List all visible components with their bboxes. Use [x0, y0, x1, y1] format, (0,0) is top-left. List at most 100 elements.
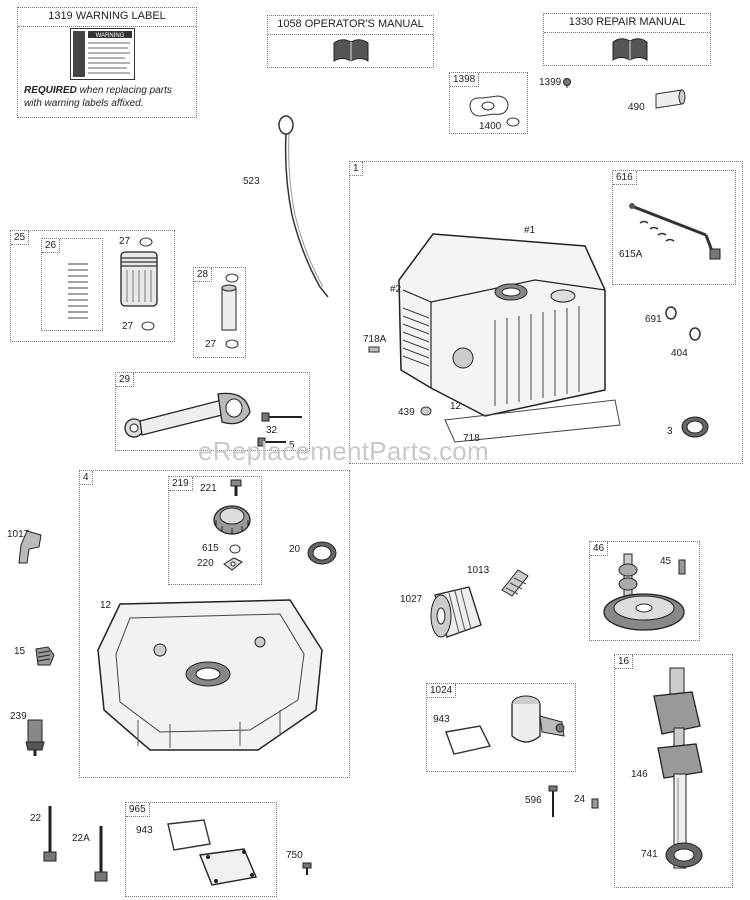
part-label: 490: [628, 102, 645, 113]
plug-drawing: [420, 406, 432, 416]
timing-gear-drawing: [665, 842, 703, 868]
oil-pump-drawing: [511, 695, 565, 743]
group-29-number: 29: [116, 373, 135, 387]
part-label: 741: [641, 849, 658, 860]
camshaft-drawing: [603, 553, 685, 631]
part-label: 404: [671, 348, 688, 359]
manual-book-icon: [333, 39, 369, 62]
washer-drawing: [689, 327, 701, 341]
warning-label-title: 1319 WARNING LABEL: [18, 10, 196, 27]
part-label: 15: [14, 646, 26, 657]
dowel-pin-drawing: [368, 346, 380, 353]
group-28-number: 28: [194, 268, 213, 282]
pin-drawing: [678, 559, 686, 575]
part-label: 1399: [539, 77, 562, 88]
bolt-drawing: [94, 826, 108, 882]
retaining-ring-drawing: [229, 544, 241, 554]
retainer-ring-drawing: [225, 273, 239, 283]
cover-plate-drawing: [199, 848, 257, 886]
governor-shaft-drawing: [629, 203, 721, 260]
part-label: 220: [197, 558, 214, 569]
part-label: 1017: [7, 529, 30, 540]
part-label: 523: [243, 176, 260, 187]
part-label: 750: [286, 850, 303, 861]
part-label: 32: [266, 425, 278, 436]
oil-pressure-switch-drawing: [25, 719, 45, 756]
required-word: REQUIRED: [24, 85, 77, 96]
group-219-number: 219: [169, 477, 193, 491]
group-4-box: 4: [79, 470, 350, 778]
part-label: 943: [433, 714, 450, 725]
group-219-box: 219: [168, 476, 262, 585]
bearing-sleeve-drawing: [655, 89, 686, 109]
group-46-number: 46: [590, 542, 609, 556]
part-label: 12: [100, 600, 112, 611]
dipstick-drawing: [278, 115, 329, 298]
group-16-number: 16: [615, 655, 634, 669]
oil-filter-drawing: [430, 586, 482, 638]
group-4-number: 4: [80, 471, 93, 485]
gasket-drawing: [167, 819, 211, 851]
group-1-number: 1: [350, 162, 363, 176]
repair-manual-title: 1330 REPAIR MANUAL: [544, 16, 710, 33]
part-label: 146: [631, 769, 648, 780]
breather-gasket-drawing: [469, 95, 509, 117]
bolt-drawing: [43, 806, 57, 862]
part-label: 718: [463, 433, 480, 444]
group-29-box: 29: [115, 372, 310, 451]
group-25-box: 25: [10, 230, 175, 342]
warning-label-box: 1319 WARNING LABEL: [17, 7, 197, 118]
washer-drawing: [223, 557, 243, 571]
rod-bolt-drawing: [261, 412, 302, 422]
filter-nipple-drawing: [501, 569, 529, 597]
required-line2: with warning labels affixed.: [24, 98, 144, 109]
sticker-heading: WARNING: [96, 33, 125, 39]
retainer-ring-drawing: [139, 237, 153, 247]
screw-drawing: [563, 78, 571, 88]
screw-drawing: [302, 862, 312, 875]
washer-drawing: [665, 306, 677, 320]
group-616-number: 616: [613, 171, 637, 185]
part-label: 221: [200, 483, 217, 494]
oil-seal-drawing: [681, 416, 709, 438]
operators-manual-title: 1058 OPERATOR'S MANUAL: [268, 18, 433, 35]
part-label: 239: [10, 711, 27, 722]
part-label: 596: [525, 795, 542, 806]
part-label: 27: [122, 321, 134, 332]
group-25-number: 25: [11, 231, 30, 245]
part-label: 1400: [479, 121, 502, 132]
group-965-box: 965: [125, 802, 277, 897]
repair-manual-box: 1330 REPAIR MANUAL: [543, 13, 711, 66]
group-616-box: 616: [612, 170, 736, 285]
warning-sticker-icon: WARNING: [70, 28, 135, 80]
seal-drawing: [506, 117, 520, 127]
part-label: 615: [202, 543, 219, 554]
part-label: 1027: [400, 594, 423, 605]
gasket-drawing: [445, 725, 492, 755]
manual-book-icon: [612, 38, 648, 61]
group-1-box: 1: [349, 161, 743, 464]
part-label: 5: [289, 440, 295, 451]
part-label: 24: [574, 794, 586, 805]
part-label: 27: [205, 339, 217, 350]
connecting-rod-drawing: [124, 392, 251, 438]
group-16-box: 16: [614, 654, 733, 888]
plug-drawing: [591, 798, 599, 809]
part-label: 439: [398, 407, 415, 418]
oil-fill-bracket-drawing: [18, 530, 42, 564]
crankcase-cover-drawing: [97, 599, 323, 751]
group-1398-box: 1398: [449, 72, 528, 134]
part-label: 615A: [619, 249, 643, 260]
warning-required-text: REQUIRED when replacing parts with warni…: [24, 84, 172, 110]
group-1024-box: 1024: [426, 683, 576, 772]
rod-bolt-drawing: [257, 437, 286, 447]
drain-plug-drawing: [35, 646, 55, 666]
piston-drawing: [120, 251, 158, 307]
group-1024-number: 1024: [427, 684, 457, 698]
group-965-number: 965: [126, 803, 150, 817]
group-26-number: 26: [42, 239, 61, 253]
cylinder-block-drawing: [398, 233, 621, 443]
group-26-box: 26: [41, 238, 103, 331]
group-28-box: 28: [193, 267, 246, 358]
